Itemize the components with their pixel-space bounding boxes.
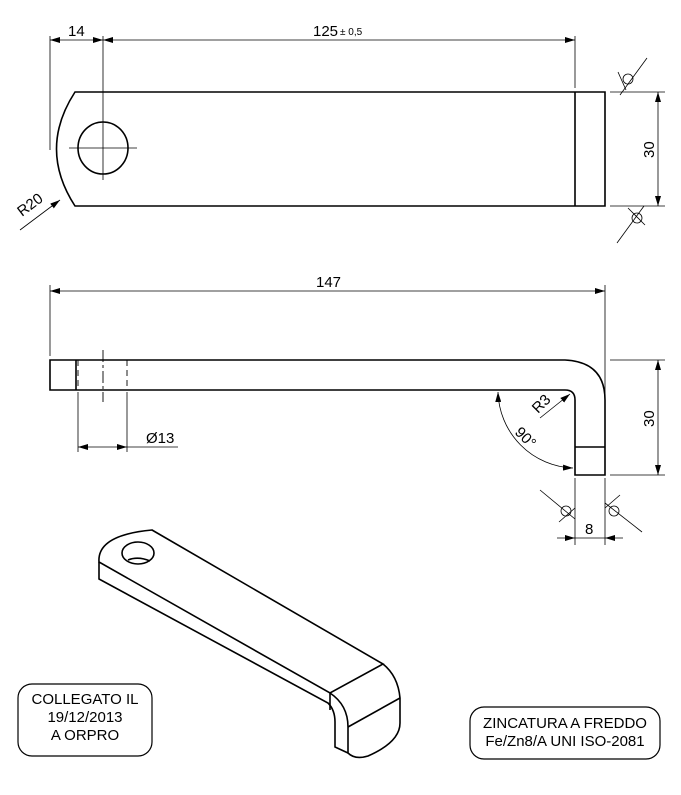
weld-symbol-icon [616,205,646,244]
note-line: 19/12/2013 [47,709,122,726]
dim-147-label: 147 [316,274,341,291]
note-line: A ORPRO [51,727,119,744]
side-view: 147 Ø13 R3 90° 30 8 [49,274,665,545]
side-view-outline [49,359,606,476]
top-view: 14 125 ± 0,5 30 R20 [14,23,665,244]
dim-hole-label: Ø13 [146,430,174,447]
dim-14-label: 14 [68,23,85,40]
iso-edge [347,697,401,728]
note-line: ZINCATURA A FREDDO [483,715,647,732]
iso-side-face [98,562,349,754]
dim-30-label: 30 [641,141,658,158]
radius-r3-label: R3 [529,391,555,417]
iso-end-block [329,663,401,759]
dim-8-label: 8 [585,521,593,538]
dim-125-label: 125 [313,23,338,40]
weld-symbol-icon [617,57,648,96]
dim-30-label: 30 [641,410,658,427]
weld-symbol-icon [539,489,576,523]
weld-symbol-icon [604,494,643,533]
angle-arc [495,391,574,471]
note-box-connection: COLLEGATO IL 19/12/2013 A ORPRO [17,683,153,757]
isometric-view [98,529,401,759]
top-view-outline [55,91,606,207]
iso-hole [121,541,155,565]
iso-top-face [98,529,385,694]
radius-leader [19,199,61,231]
radius-label: R20 [14,190,46,220]
note-box-finish: ZINCATURA A FREDDO Fe/Zn8/A UNI ISO-2081 [469,706,661,760]
note-line: COLLEGATO IL [32,691,139,708]
note-line: Fe/Zn8/A UNI ISO-2081 [485,733,644,750]
dim-125-tolerance: ± 0,5 [340,27,363,38]
angle-label: 90° [511,424,539,452]
iso-hole-inner [127,557,151,562]
